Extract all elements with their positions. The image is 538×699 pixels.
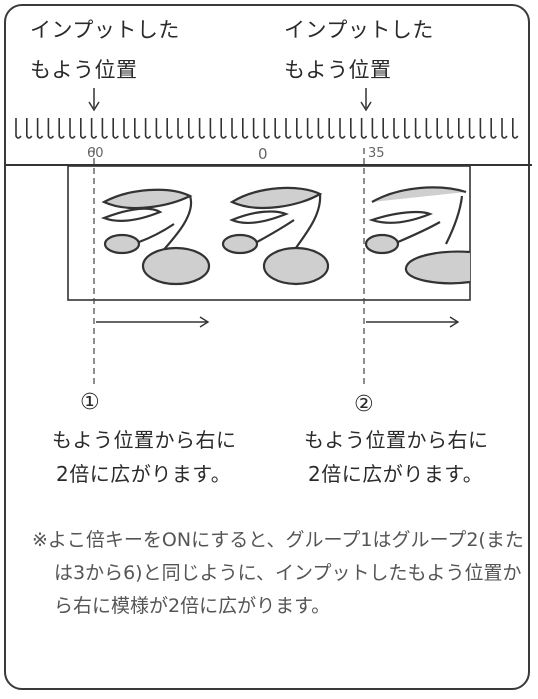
ruler-label-35: 35 bbox=[368, 146, 385, 161]
ruler-tick bbox=[393, 118, 400, 139]
ruler-tick bbox=[490, 118, 497, 139]
ruler-tick bbox=[209, 118, 217, 139]
ruler-tick bbox=[134, 118, 141, 139]
ruler-tick bbox=[317, 118, 325, 139]
note-shape bbox=[364, 186, 471, 285]
ruler-tick bbox=[468, 118, 476, 139]
ruler-tick bbox=[90, 118, 98, 139]
group-number-1: ① bbox=[80, 390, 100, 415]
ruler-tick bbox=[328, 118, 335, 139]
ruler-tick bbox=[47, 118, 55, 139]
ruler-label-0: 0 bbox=[258, 145, 268, 163]
ruler-tick bbox=[144, 118, 152, 139]
ruler-tick bbox=[155, 118, 163, 139]
ruler-tick bbox=[296, 118, 303, 139]
ruler-tick bbox=[414, 118, 422, 139]
input-position-label-1-line1: インプットした bbox=[30, 18, 180, 42]
right-arrow-icon bbox=[96, 316, 210, 328]
ruler-tick bbox=[15, 118, 22, 139]
diagram-frame bbox=[4, 4, 530, 690]
ruler-tick bbox=[436, 118, 443, 139]
ruler-tick bbox=[360, 118, 368, 139]
ruler-tick bbox=[285, 118, 292, 139]
ruler-tick bbox=[339, 118, 346, 139]
ruler-tick bbox=[274, 118, 281, 139]
group-2-desc-line2: 2倍に広がります。 bbox=[308, 462, 484, 486]
ruler-tick bbox=[350, 118, 357, 139]
footnote: ※よこ倍キーをONにすると、グループ1はグループ2(または3から6)と同じように… bbox=[32, 529, 524, 617]
ruler-tick bbox=[263, 118, 271, 139]
group-1-desc-line1: もよう位置から右に bbox=[52, 428, 237, 452]
ruler-tick bbox=[198, 118, 206, 139]
group-number-2: ② bbox=[354, 392, 374, 417]
ruler-tick bbox=[166, 118, 173, 139]
ruler-tick bbox=[58, 118, 65, 139]
note-shape bbox=[100, 188, 211, 286]
input-position-label-1-line2: もよう位置 bbox=[30, 58, 138, 82]
ruler-tick bbox=[479, 118, 487, 139]
down-arrow-icon bbox=[360, 88, 372, 112]
ruler-tick bbox=[404, 118, 411, 139]
ruler-tick bbox=[123, 118, 130, 139]
note-shape bbox=[221, 186, 330, 286]
ruler-tick bbox=[511, 118, 519, 139]
ruler-tick bbox=[425, 118, 433, 139]
ruler-tick bbox=[188, 118, 195, 139]
ruler-tick bbox=[371, 118, 379, 139]
ruler-tick bbox=[26, 118, 33, 139]
input-position-label-2-line1: インプットした bbox=[284, 18, 434, 42]
needle-ruler bbox=[15, 118, 519, 139]
ruler-tick bbox=[231, 118, 238, 139]
ruler-tick bbox=[69, 118, 76, 139]
input-position-label-2-line2: もよう位置 bbox=[284, 58, 392, 82]
ruler-tick bbox=[101, 118, 109, 139]
ruler-label-60: 60 bbox=[87, 146, 104, 161]
ruler-tick bbox=[177, 118, 184, 139]
right-arrow-icon bbox=[366, 316, 460, 328]
down-arrow-icon bbox=[88, 88, 100, 112]
group-1-desc-line2: 2倍に広がります。 bbox=[56, 462, 232, 486]
group-2-desc-line1: もよう位置から右に bbox=[304, 428, 489, 452]
pattern-box bbox=[67, 165, 471, 301]
ruler-tick bbox=[220, 118, 227, 139]
ruler-tick bbox=[306, 118, 314, 139]
ruler-tick bbox=[242, 118, 249, 139]
ruler-tick bbox=[112, 118, 119, 139]
ruler-tick bbox=[252, 118, 260, 139]
ruler-tick bbox=[501, 118, 508, 139]
ruler-tick bbox=[447, 118, 454, 139]
ruler-tick bbox=[458, 118, 465, 139]
ruler-tick bbox=[80, 118, 87, 139]
ruler-tick bbox=[382, 118, 389, 139]
ruler-tick bbox=[36, 118, 44, 139]
